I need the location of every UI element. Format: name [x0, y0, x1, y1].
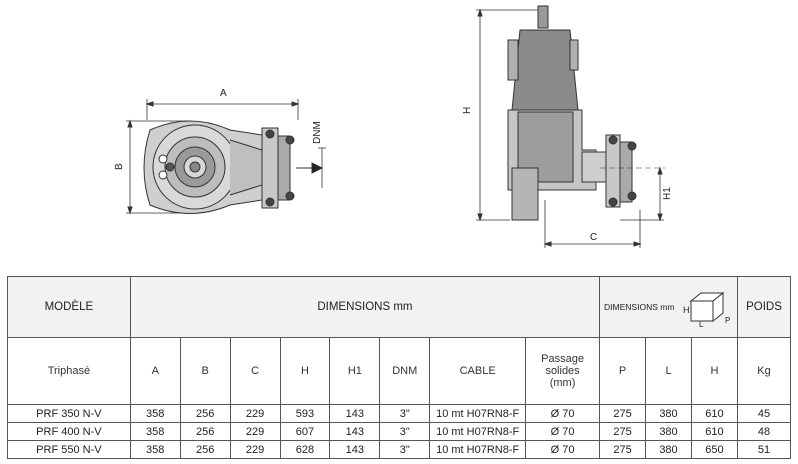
- dnm-cell: 3": [379, 422, 431, 441]
- c-cell: 229: [229, 404, 281, 423]
- p-cell: 275: [599, 404, 647, 423]
- subheader-p: P: [599, 337, 647, 405]
- pack-dimensions-header: DIMENSIONS mm H L P: [599, 276, 738, 338]
- dimension-h1-label: H1: [662, 187, 673, 200]
- dimension-a-label: A: [220, 88, 227, 99]
- model-cell: PRF 400 N-V: [7, 422, 131, 441]
- p-cell: 275: [599, 440, 647, 459]
- l-cell: 380: [645, 422, 692, 441]
- model-cell: PRF 550 N-V: [7, 440, 131, 459]
- p-cell: 275: [599, 422, 647, 441]
- spec-table: MODÈLE DIMENSIONS mm DIMENSIONS mm H L P…: [7, 276, 792, 459]
- kg-cell: 51: [736, 440, 792, 459]
- model-header: MODÈLE: [7, 276, 131, 338]
- side-view-drawing: [476, 5, 665, 248]
- pack-dimensions-label: DIMENSIONS mm: [604, 301, 675, 312]
- header-row: MODÈLE DIMENSIONS mm DIMENSIONS mm H L P…: [7, 276, 792, 338]
- pack-h-cell: 610: [690, 404, 738, 423]
- subheader-l: L: [645, 337, 692, 405]
- subheader-cable: CABLE: [429, 337, 527, 405]
- subheader-kg: Kg: [736, 337, 792, 405]
- subheader-b: B: [179, 337, 231, 405]
- pack-p-label: P: [725, 316, 730, 325]
- pack-h-cell: 650: [690, 440, 738, 459]
- passage-cell: Ø 70: [525, 404, 601, 423]
- dimensions-header: DIMENSIONS mm: [129, 276, 601, 338]
- cable-cell: 10 mt H07RN8-F: [429, 404, 527, 423]
- dimension-c-label: C: [590, 232, 597, 243]
- dimension-b-label: B: [114, 163, 125, 170]
- subheader-c: C: [229, 337, 281, 405]
- subheader-h1: H1: [329, 337, 381, 405]
- passage-cell: Ø 70: [525, 440, 601, 459]
- subheader-h: H: [279, 337, 331, 405]
- a-cell: 358: [129, 404, 181, 423]
- h1-cell: 143: [329, 422, 381, 441]
- kg-cell: 48: [736, 422, 792, 441]
- c-cell: 229: [229, 440, 281, 459]
- b-cell: 256: [179, 422, 231, 441]
- subheader-a: A: [129, 337, 181, 405]
- pack-dimensions-box: DIMENSIONS mm H L P: [600, 277, 737, 337]
- type-subheader: Triphasé: [7, 337, 131, 405]
- h1-cell: 143: [329, 404, 381, 423]
- kg-cell: 45: [736, 404, 792, 423]
- subheader-row: Triphasé A B C H H1 DNM CABLE Passage so…: [7, 337, 792, 405]
- b-cell: 256: [179, 440, 231, 459]
- dimension-h-label: H: [462, 107, 473, 114]
- passage-cell: Ø 70: [525, 422, 601, 441]
- subheader-dnm: DNM: [379, 337, 431, 405]
- weight-header: POIDS: [736, 276, 792, 338]
- technical-drawing: A B DNM: [114, 5, 673, 248]
- h-cell: 628: [279, 440, 331, 459]
- subheader-pack-h: H: [690, 337, 738, 405]
- model-cell: PRF 350 N-V: [7, 404, 131, 423]
- table-row: PRF 550 N-V 358 256 229 628 143 3" 10 mt…: [7, 440, 792, 459]
- cable-cell: 10 mt H07RN8-F: [429, 440, 527, 459]
- dnm-cell: 3": [379, 404, 431, 423]
- table-row: PRF 350 N-V 358 256 229 593 143 3" 10 mt…: [7, 404, 792, 423]
- cable-cell: 10 mt H07RN8-F: [429, 422, 527, 441]
- h-cell: 593: [279, 404, 331, 423]
- h-cell: 607: [279, 422, 331, 441]
- l-cell: 380: [645, 440, 692, 459]
- pack-h-label: H: [683, 305, 690, 315]
- dnm-cell: 3": [379, 440, 431, 459]
- table-row: PRF 400 N-V 358 256 229 607 143 3" 10 mt…: [7, 422, 792, 441]
- a-cell: 358: [129, 422, 181, 441]
- pack-h-cell: 610: [690, 422, 738, 441]
- pack-l-label: L: [699, 320, 704, 327]
- h1-cell: 143: [329, 440, 381, 459]
- b-cell: 256: [179, 404, 231, 423]
- c-cell: 229: [229, 422, 281, 441]
- package-box-icon: H L P: [683, 291, 730, 327]
- top-view-drawing: [126, 99, 326, 215]
- l-cell: 380: [645, 404, 692, 423]
- subheader-passage: Passage solides (mm): [525, 337, 601, 405]
- a-cell: 358: [129, 440, 181, 459]
- dimension-dnm-label: DNM: [312, 121, 323, 144]
